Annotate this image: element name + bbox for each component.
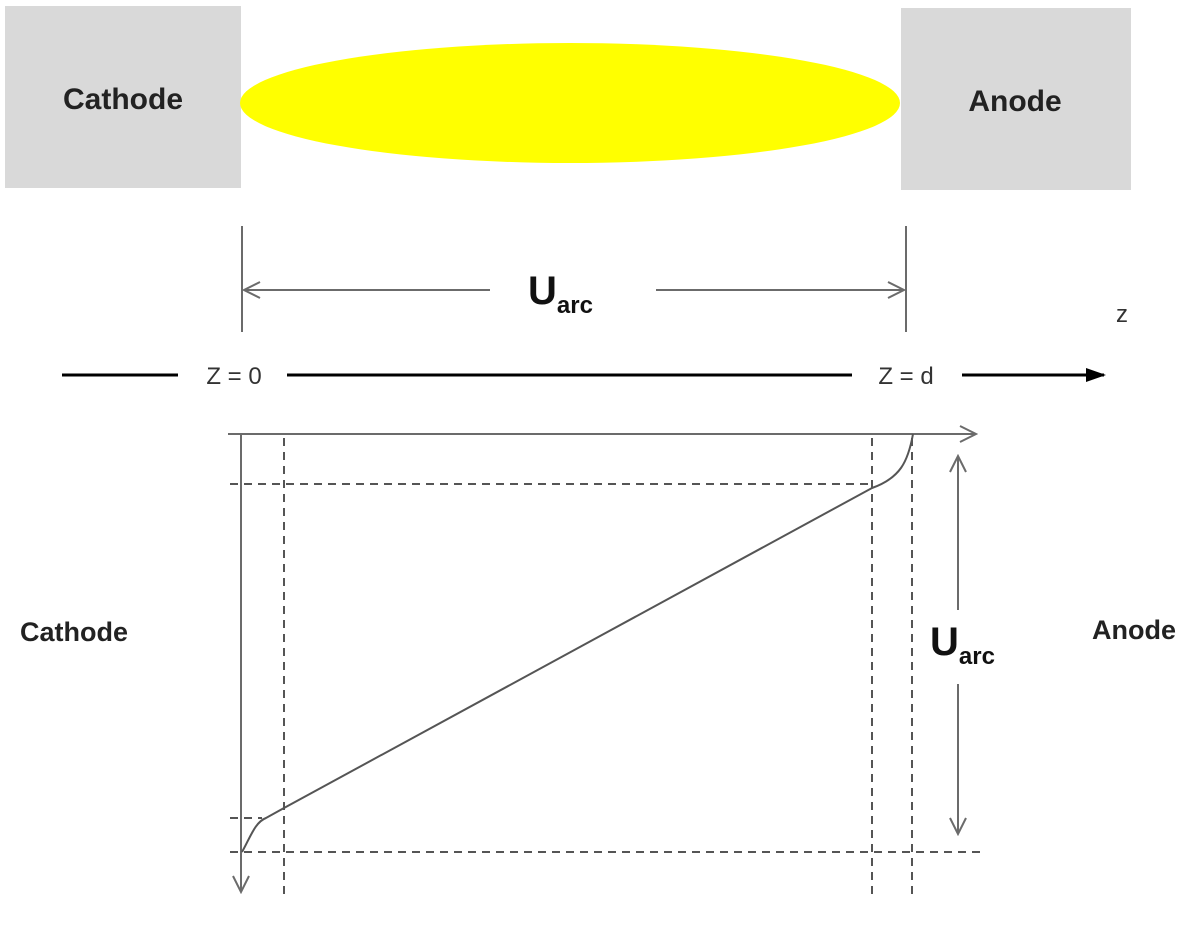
z-start-label: Z = 0 <box>206 363 261 390</box>
cathode-block <box>5 6 241 188</box>
z-axis-label: z <box>1116 301 1128 328</box>
z-end-label: Z = d <box>878 363 933 390</box>
cathode-label: Cathode <box>63 83 183 116</box>
anode-label: Anode <box>968 85 1061 118</box>
arc-plasma <box>240 43 900 163</box>
plot-anode-label: Anode <box>1092 615 1176 645</box>
potential-curve <box>241 433 914 853</box>
anode-block <box>901 8 1131 190</box>
plot-cathode-label: Cathode <box>20 617 128 647</box>
uarc-right-label: Uarc <box>930 620 995 670</box>
uarc-top-label: Uarc <box>528 269 593 319</box>
